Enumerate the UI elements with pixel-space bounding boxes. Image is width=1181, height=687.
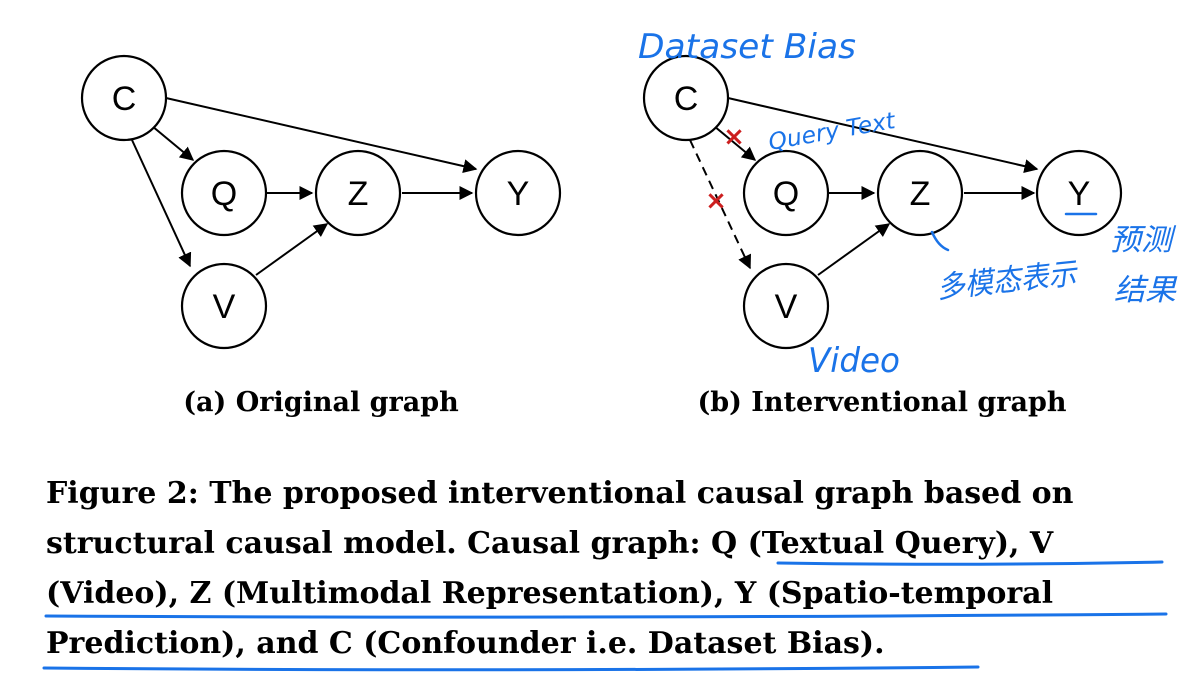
node-label: Y xyxy=(1068,175,1091,213)
node-label: V xyxy=(775,288,798,326)
subcaption-interventional: (b) Interventional graph xyxy=(697,387,1066,418)
node-c: C xyxy=(642,54,730,142)
node-label: Y xyxy=(507,175,530,213)
node-label: Q xyxy=(773,175,799,213)
caption-line-1: Figure 2: The proposed interventional ca… xyxy=(46,476,1074,511)
caption-line-3: (Video), Z (Multimodal Representation), … xyxy=(46,576,1054,611)
node-q: Q xyxy=(742,149,830,237)
edge-c-v-dashed xyxy=(689,139,751,270)
subcaption-original: (a) Original graph xyxy=(183,387,459,418)
interventional-graph: C Q Z Y V × × (b) Interventional graph xyxy=(642,54,1123,418)
annotation-dataset-bias: Dataset Bias xyxy=(638,27,856,67)
node-label: Z xyxy=(348,175,369,213)
edge-c-q xyxy=(713,125,757,161)
node-y: Y xyxy=(474,149,562,237)
cut-mark-c-v: × xyxy=(705,186,727,216)
annotation-video: Video xyxy=(808,341,900,381)
node-z: Z xyxy=(876,149,964,237)
node-z: Z xyxy=(314,149,402,237)
annotation-y-note-1: 预测 xyxy=(1110,223,1177,258)
node-label: Q xyxy=(211,175,237,213)
node-v: V xyxy=(180,262,268,350)
edge-c-q xyxy=(151,125,195,161)
edge-c-y xyxy=(165,97,478,174)
caption-line-2: structural causal model. Causal graph: Q… xyxy=(46,526,1054,561)
node-label: C xyxy=(112,80,137,118)
node-q: Q xyxy=(180,149,268,237)
diagram-canvas: C Q Z Y V (a) Original graph C xyxy=(80,27,1178,418)
node-v: V xyxy=(742,262,830,350)
node-y: Y xyxy=(1035,149,1123,237)
z-annotation-stroke xyxy=(930,230,950,252)
edge-c-y xyxy=(727,97,1039,174)
edge-v-z xyxy=(255,223,329,276)
annotation-z-note: 多模态表示 xyxy=(935,256,1081,306)
node-label: C xyxy=(674,80,699,118)
cut-mark-c-q: × xyxy=(723,122,745,152)
node-label: V xyxy=(213,288,236,326)
edge-c-v xyxy=(131,139,192,268)
node-c: C xyxy=(80,54,168,142)
edge-v-z xyxy=(817,223,891,276)
underline-line-4 xyxy=(42,665,980,672)
caption-line-4: Prediction), and C (Confounder i.e. Data… xyxy=(46,626,885,661)
node-label: Z xyxy=(910,175,931,213)
original-graph: C Q Z Y V (a) Original graph xyxy=(80,54,562,418)
annotation-y-note-2: 结果 xyxy=(1114,273,1178,308)
annotation-query-text: Query Text xyxy=(767,108,899,156)
